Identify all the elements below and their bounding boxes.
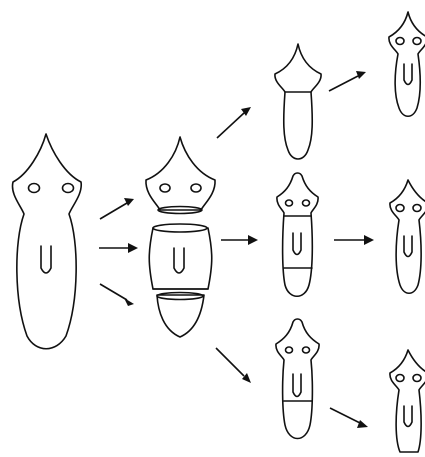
tail-fragment-outline [156, 294, 205, 338]
trunk-regenerating-stage1 [276, 172, 319, 298]
head-stage2-left-eye [395, 36, 405, 46]
trunk-fragment [148, 223, 213, 290]
arrow-trunk-to-stage1-tip [248, 235, 258, 245]
original-planarian [11, 133, 82, 350]
trunk-stage1-outline [276, 172, 319, 298]
arrow-head-to-stage2-tip [356, 71, 366, 79]
regeneration-arrows-stage1 [215, 107, 258, 383]
trunk-fragment-outline [148, 227, 213, 290]
head-fragment [145, 136, 216, 215]
arrow-to-head-fragment [99, 202, 128, 220]
tail-stage2-left-eye [395, 373, 405, 383]
head-stage2-outline [388, 11, 425, 118]
head-regenerating-stage1 [274, 43, 322, 160]
original-right-eye [61, 182, 75, 194]
regeneration-arrows-stage2 [328, 71, 374, 428]
head-regenerated-stage2 [388, 11, 425, 118]
cut-arrows [99, 198, 138, 306]
trunk-stage2-pharynx [403, 235, 413, 258]
arrow-to-tail-fragment-tip [124, 298, 134, 306]
arrow-to-tail-fragment [99, 283, 128, 301]
original-body-outline [11, 133, 82, 350]
trunk-regenerated-stage2 [389, 179, 425, 295]
trunk-stage2-right-eye [412, 203, 422, 213]
tail-stage1-right-eye [301, 346, 311, 354]
head-stage1-outline [274, 43, 322, 160]
trunk-stage1-pharynx [292, 232, 302, 256]
tail-fragment [156, 291, 205, 338]
head-stage2-right-eye [412, 36, 422, 46]
arrow-tail-to-stage1-tip [242, 373, 251, 383]
head-fragment-left-eye [159, 183, 171, 193]
arrow-tail-to-stage2 [329, 407, 361, 424]
arrow-tail-to-stage1 [215, 347, 245, 377]
tail-stage1-left-eye [284, 346, 294, 354]
arrow-head-to-stage1 [216, 112, 245, 139]
head-fragment-outline [145, 136, 216, 211]
tail-fragment-cut-face [156, 291, 204, 301]
tail-stage1-outline [275, 318, 320, 440]
head-fragment-right-eye [190, 183, 202, 193]
arrow-trunk-to-stage2-tip [364, 235, 374, 245]
trunk-stage1-right-eye [301, 199, 311, 207]
trunk-stage2-left-eye [395, 203, 405, 213]
tail-stage2-outline [389, 349, 425, 453]
arrow-to-trunk-fragment-tip [128, 243, 138, 253]
arrow-to-head-fragment-tip [124, 198, 134, 206]
trunk-fragment-top-cut [152, 223, 208, 233]
tail-stage2-pharynx [403, 405, 413, 428]
head-fragment-cut-face [157, 205, 203, 215]
original-left-eye [27, 182, 41, 194]
trunk-stage2-outline [389, 179, 425, 295]
tail-stage2-right-eye [412, 373, 422, 383]
head-stage2-pharynx [403, 63, 413, 86]
tail-regenerating-stage1 [275, 318, 320, 440]
arrow-head-to-stage1-tip [241, 107, 251, 116]
trunk-fragment-pharynx [173, 247, 185, 274]
tail-stage1-pharynx [292, 373, 302, 398]
trunk-stage1-left-eye [284, 199, 294, 207]
arrow-head-to-stage2 [328, 75, 359, 92]
arrow-tail-to-stage2-tip [357, 420, 368, 428]
tail-regenerated-stage2 [389, 349, 425, 453]
original-pharynx [40, 245, 52, 274]
